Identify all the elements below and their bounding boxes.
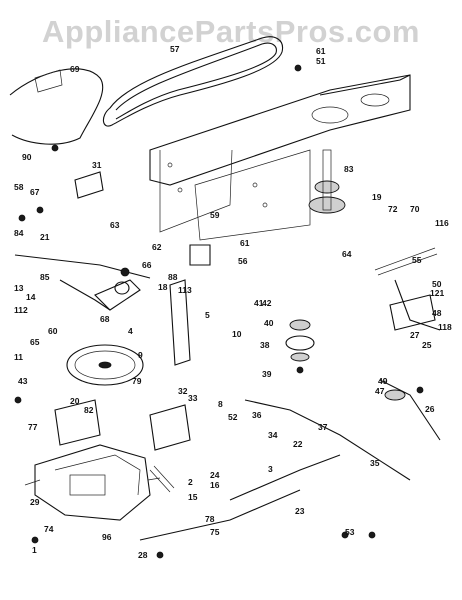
callout-label: 62 xyxy=(152,242,162,252)
callout-label: 83 xyxy=(344,164,354,174)
callout-label: 72 xyxy=(388,204,398,214)
callout-label: 43 xyxy=(18,376,28,386)
callout-label: 38 xyxy=(260,340,270,350)
callout-label: 32 xyxy=(178,386,188,396)
site-watermark: AppliancePartsPros.com xyxy=(42,14,420,49)
callout-label: 13 xyxy=(14,283,24,293)
callout-label: 68 xyxy=(100,314,110,324)
callout-label: 22 xyxy=(293,439,303,449)
callout-label: 21 xyxy=(40,232,50,242)
callout-label: 23 xyxy=(295,506,305,516)
callout-label: 18 xyxy=(158,282,168,292)
callout-label: 34 xyxy=(268,430,278,440)
callout-label: 16 xyxy=(210,480,220,490)
callout-label: 74 xyxy=(44,524,54,534)
callout-label: 2 xyxy=(188,477,193,487)
callout-label: 19 xyxy=(372,192,382,202)
callout-label: 78 xyxy=(205,514,215,524)
drive-pulley xyxy=(66,344,144,386)
callout-label: 121 xyxy=(430,288,444,298)
callout-label: 42 xyxy=(262,298,272,308)
callout-label: 1 xyxy=(32,545,37,555)
callout-label: 67 xyxy=(30,187,40,197)
callout-label: 116 xyxy=(435,218,449,228)
callout-label: 28 xyxy=(138,550,148,560)
callout-label: 27 xyxy=(410,330,420,340)
callout-label: 48 xyxy=(432,308,442,318)
callout-label: 25 xyxy=(422,340,432,350)
callout-label: 77 xyxy=(28,422,38,432)
callout-label: 31 xyxy=(92,160,102,170)
callout-label: 112 xyxy=(14,305,28,315)
callout-label: 10 xyxy=(232,329,242,339)
callout-label: 55 xyxy=(412,255,422,265)
callout-label: 57 xyxy=(170,44,180,54)
bracket-plates xyxy=(54,171,436,451)
callout-label: 52 xyxy=(228,412,238,422)
callout-label: 11 xyxy=(14,352,23,362)
callout-label: 69 xyxy=(70,64,80,74)
linkage-rods xyxy=(14,254,441,541)
callout-label: 47 xyxy=(375,386,385,396)
tractor-frame xyxy=(149,74,411,241)
callout-label: 61 xyxy=(316,46,326,56)
callout-label: 35 xyxy=(370,458,380,468)
callout-label: 96 xyxy=(102,532,112,542)
callout-label: 85 xyxy=(40,272,50,282)
callout-label: 14 xyxy=(26,292,36,302)
callout-label: 70 xyxy=(410,204,420,214)
callout-label: 15 xyxy=(188,492,198,502)
callout-label: 9 xyxy=(138,350,143,360)
callout-label: 24 xyxy=(210,470,220,480)
callout-label: 36 xyxy=(252,410,262,420)
callout-label: 50 xyxy=(432,279,442,289)
engine-pulleys xyxy=(308,149,346,214)
callout-label: 56 xyxy=(238,256,248,266)
callout-label: 58 xyxy=(14,182,24,192)
transaxle xyxy=(24,444,161,521)
callout-label: 51 xyxy=(316,56,326,66)
springs xyxy=(149,247,438,493)
callout-label: 26 xyxy=(425,404,435,414)
callout-label: 37 xyxy=(318,422,328,432)
callout-label: 8 xyxy=(218,399,223,409)
callout-label: 33 xyxy=(188,393,198,403)
callout-label: 88 xyxy=(168,272,178,282)
callout-label: 79 xyxy=(132,376,142,386)
drive-belt xyxy=(102,36,284,127)
callout-label: 41 xyxy=(254,298,264,308)
callout-label: 5 xyxy=(205,310,210,320)
callout-label: 82 xyxy=(84,405,94,415)
callout-label: 59 xyxy=(210,210,220,220)
idler-stack xyxy=(285,319,406,401)
fasteners xyxy=(14,64,424,559)
seat-pan xyxy=(9,68,104,145)
callout-label: 60 xyxy=(48,326,58,336)
callout-label: 61 xyxy=(240,238,250,248)
callout-label: 64 xyxy=(342,249,352,259)
callout-label: 113 xyxy=(178,285,192,295)
callout-label: 53 xyxy=(345,527,355,537)
callout-label: 39 xyxy=(262,369,272,379)
callout-label: 29 xyxy=(30,497,40,507)
pedal-parts xyxy=(94,279,141,311)
callout-label: 118 xyxy=(438,322,452,332)
callout-label: 4 xyxy=(128,326,133,336)
callout-label: 84 xyxy=(14,228,24,238)
callout-label: 90 xyxy=(22,152,32,162)
callout-label: 3 xyxy=(268,464,273,474)
callout-label: 65 xyxy=(30,337,40,347)
callout-label: 49 xyxy=(378,376,388,386)
callout-label: 66 xyxy=(142,260,152,270)
callout-label: 75 xyxy=(210,527,220,537)
callout-label: 63 xyxy=(110,220,120,230)
callout-label: 40 xyxy=(264,318,274,328)
callout-label: 20 xyxy=(70,396,80,406)
